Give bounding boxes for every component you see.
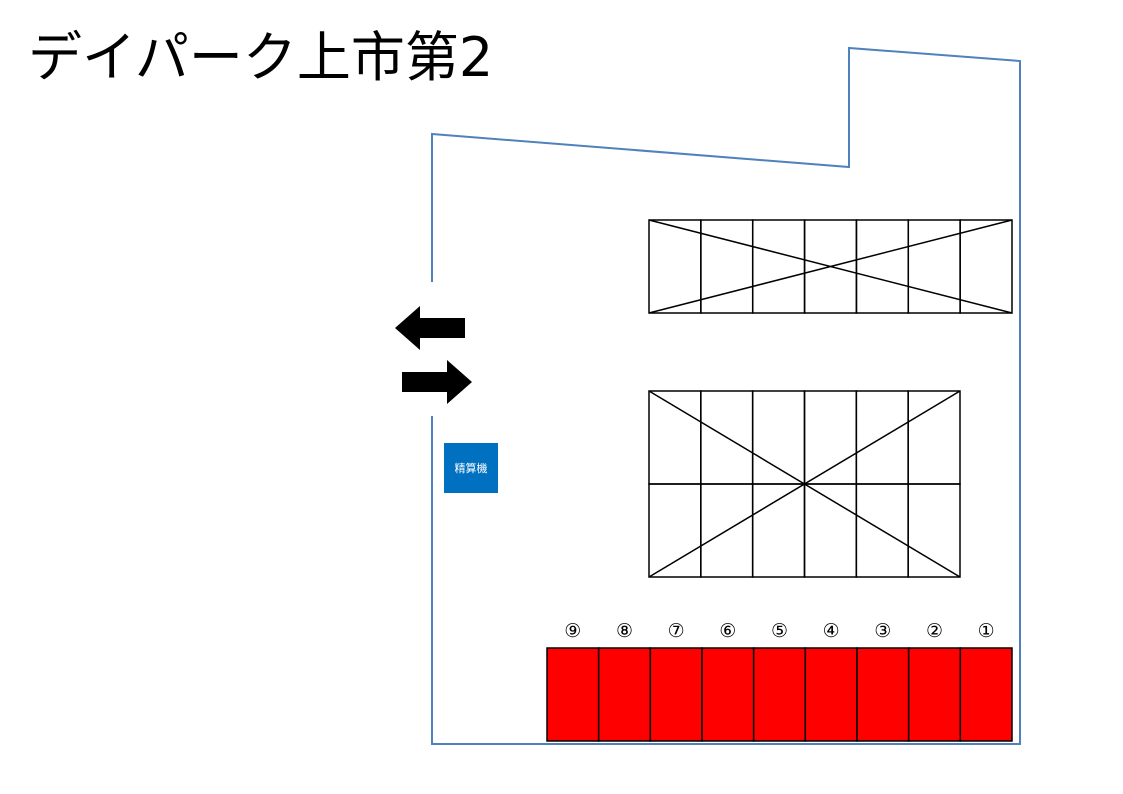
available-stall-row — [546, 647, 1013, 742]
available-stall[interactable] — [752, 647, 807, 742]
blocked-row-top — [648, 219, 1013, 314]
blocked-stall — [907, 483, 961, 578]
available-stall[interactable] — [597, 647, 652, 742]
entry-arrow-right-icon — [402, 360, 472, 404]
exit-arrow-left-icon — [395, 306, 465, 350]
blocked-stall — [751, 483, 806, 578]
payment-kiosk[interactable]: 精算機 — [444, 443, 498, 493]
available-stall[interactable] — [907, 647, 962, 742]
page-title: デイパーク上市第2 — [28, 26, 494, 89]
stall-number-label: ③ — [874, 620, 891, 642]
available-stall[interactable] — [546, 647, 600, 742]
available-stall[interactable] — [649, 647, 703, 742]
stall-number-label: ④ — [823, 620, 840, 642]
stall-number-label: ⑦ — [668, 620, 685, 642]
blocked-stall — [907, 390, 961, 485]
blocked-stall — [803, 390, 858, 485]
available-stall[interactable] — [701, 647, 755, 742]
blocked-stall — [907, 219, 961, 314]
available-stall-labels: ⑨ ⑧ ⑦ ⑥ ⑤ ④ ③ ② ① — [564, 620, 994, 642]
stall-number-label: ② — [926, 620, 943, 642]
blocked-stall — [751, 219, 806, 314]
blocked-stall — [648, 219, 702, 314]
stall-number-label: ⑨ — [564, 620, 581, 642]
blocked-stall — [855, 219, 910, 314]
available-stall[interactable] — [959, 647, 1013, 742]
cross-line — [648, 390, 961, 578]
cross-line — [648, 219, 1013, 314]
blocked-block-middle — [648, 390, 961, 578]
payment-kiosk-label: 精算機 — [455, 461, 488, 475]
blocked-stall — [648, 483, 702, 578]
available-stall[interactable] — [856, 647, 910, 742]
stall-number-label: ⑤ — [771, 620, 788, 642]
stall-number-label: ⑧ — [616, 620, 633, 642]
blocked-stall — [648, 390, 702, 485]
stall-number-label: ① — [978, 620, 995, 642]
blocked-stall — [959, 219, 1013, 314]
available-stall[interactable] — [804, 647, 858, 742]
entrance-gap — [426, 282, 438, 416]
lot-boundary — [431, 46, 1021, 745]
payment-kiosk-box — [444, 443, 498, 493]
blocked-stall — [700, 219, 754, 314]
blocked-stall — [803, 483, 858, 578]
blocked-stall — [751, 390, 806, 485]
stall-number-label: ⑥ — [719, 620, 736, 642]
